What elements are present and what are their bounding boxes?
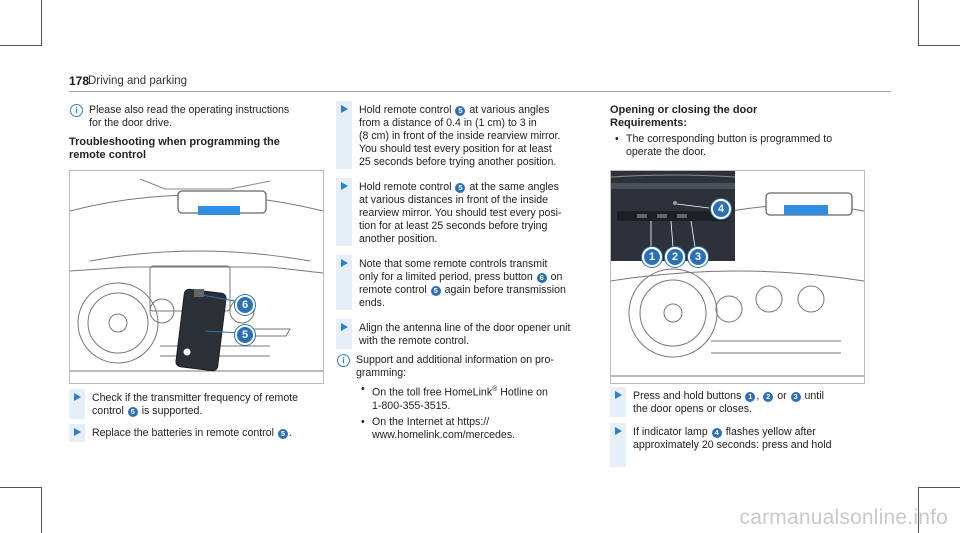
- section-heading: Opening or closing the door: [610, 104, 758, 116]
- callout-1: 1: [642, 247, 662, 267]
- crop-mark: [0, 45, 42, 46]
- crop-mark: [918, 487, 960, 488]
- watermark: carmanualsonline.info: [739, 506, 948, 529]
- arrow-icon: [74, 428, 81, 436]
- step-limited-transmit: Note that some remote controls transmit …: [336, 255, 598, 310]
- callout-3: 3: [688, 247, 708, 267]
- ref-badge: 5: [127, 407, 138, 417]
- arrow-icon: [615, 427, 622, 435]
- requirements-label: Requirements:: [610, 117, 688, 129]
- column-right-steps: Press and hold buttons 1, 2 or 3 until t…: [610, 387, 870, 467]
- column-middle: Hold remote control 5 at various angles …: [336, 101, 598, 442]
- step-hold-angles: Hold remote control 5 at various angles …: [336, 101, 598, 169]
- crop-mark: [41, 487, 42, 533]
- page-number: 178: [69, 74, 90, 88]
- ref-badge: 6: [536, 273, 547, 283]
- figure-door-buttons: 4 1 2 3: [610, 170, 865, 384]
- info-note-support: i Support and additional information on …: [336, 354, 598, 442]
- figure-remote-programming: 6 5: [69, 170, 324, 384]
- step-hold-distances: Hold remote control 5 at the same angles…: [336, 178, 598, 246]
- column-left-steps: Check if the transmitter frequency of re…: [69, 389, 324, 449]
- crop-mark: [918, 487, 919, 533]
- callout-2: 2: [665, 247, 685, 267]
- column-right: Opening or closing the door Requirements…: [610, 104, 870, 159]
- crop-mark: [0, 487, 42, 488]
- step-replace-batteries: Replace the batteries in remote control …: [69, 424, 324, 442]
- ref-badge: 1: [745, 392, 756, 402]
- arrow-icon: [341, 259, 348, 267]
- info-icon: i: [70, 104, 83, 117]
- section-title: Driving and parking: [88, 75, 188, 87]
- header-rule: [69, 91, 891, 92]
- arrow-icon: [615, 391, 622, 399]
- step-align-antenna: Align the antenna line of the door opene…: [336, 319, 598, 349]
- crop-mark: [918, 0, 919, 46]
- arrow-icon: [74, 393, 81, 401]
- step-check-frequency: Check if the transmitter frequency of re…: [69, 389, 324, 419]
- ref-badge: 5: [430, 286, 441, 296]
- ref-badge: 5: [277, 429, 288, 439]
- crop-mark: [41, 0, 42, 46]
- step-indicator-lamp: If indicator lamp 4 flashes yellow after…: [610, 423, 870, 467]
- arrow-icon: [341, 105, 348, 113]
- ref-badge: 5: [455, 106, 466, 116]
- dashboard-illustration: [70, 178, 323, 372]
- list-item: The corresponding button is programmed t…: [610, 133, 870, 159]
- info-icon: i: [337, 354, 350, 367]
- callout-6: 6: [235, 295, 255, 315]
- arrow-icon: [341, 182, 348, 190]
- crop-mark: [918, 45, 960, 46]
- arrow-icon: [341, 323, 348, 331]
- section-heading: Troubleshooting when programming the rem…: [69, 136, 280, 161]
- list-item: On the Internet at https:// www.homelink…: [356, 416, 598, 442]
- ref-badge: 2: [763, 392, 774, 402]
- info-note: i Please also read the operating instruc…: [69, 104, 324, 130]
- mirror-buttons-illustration: [611, 171, 864, 377]
- callout-4: 4: [711, 199, 731, 219]
- column-left: i Please also read the operating instruc…: [69, 104, 324, 162]
- ref-badge: 4: [711, 428, 722, 438]
- step-press-hold: Press and hold buttons 1, 2 or 3 until t…: [610, 387, 870, 417]
- ref-badge: 5: [455, 183, 466, 193]
- list-item: On the toll free HomeLink® Hotline on 1-…: [356, 383, 598, 413]
- ref-badge: 3: [790, 392, 801, 402]
- callout-5: 5: [235, 325, 255, 345]
